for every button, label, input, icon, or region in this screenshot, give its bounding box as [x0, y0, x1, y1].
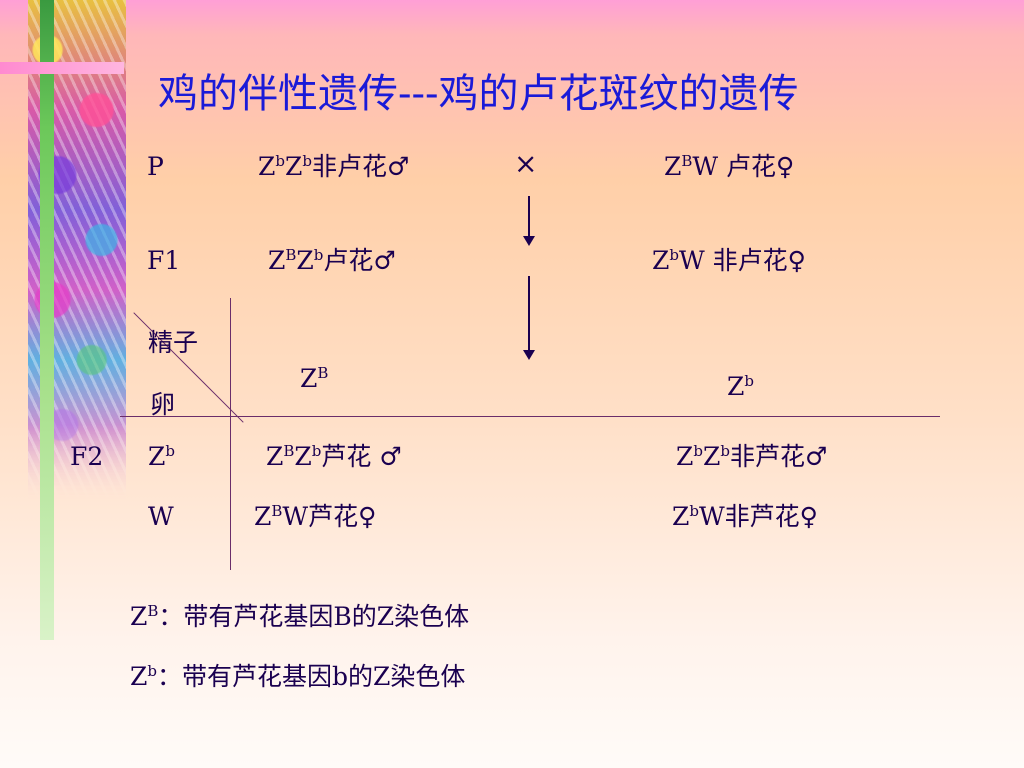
egg-gamete-zb: Zb: [148, 442, 175, 471]
punnett-vertical-line: [230, 298, 231, 570]
f1-female-genotype: ZbW 非卢花♀: [652, 246, 806, 275]
p-male-genotype: ZbZb非卢花♂: [258, 152, 410, 181]
note-recessive-allele: Zb：带有芦花基因b的Z染色体: [130, 662, 466, 691]
down-arrow-icon: [523, 196, 535, 246]
sperm-gamete-zb-lower: Zb: [727, 372, 754, 401]
f2-male-barred: ZBZb芦花 ♂: [266, 442, 402, 471]
note-dominant-allele: ZB：带有芦花基因B的Z染色体: [130, 602, 470, 631]
cross-sign: ×: [514, 147, 538, 180]
f2-female-barred: ZBW芦花♀: [254, 502, 377, 531]
sperm-header-label: 精子: [148, 328, 199, 357]
p-female-genotype: ZBW 卢花♀: [664, 152, 795, 181]
p-generation-label: P: [147, 152, 164, 181]
f2-female-non-barred: ZbW非芦花♀: [672, 502, 818, 531]
egg-gamete-w: W: [148, 502, 174, 531]
decorative-pink-bar: [0, 62, 124, 74]
f1-generation-label: F1: [147, 246, 181, 275]
f1-male-genotype: ZBZb卢花♂: [268, 246, 396, 275]
egg-header-label: 卵: [150, 390, 176, 419]
down-arrow-icon: [523, 276, 535, 360]
slide-title: 鸡的伴性遗传---鸡的卢花斑纹的遗传: [158, 71, 799, 117]
punnett-horizontal-line: [120, 416, 940, 417]
f2-generation-label: F2: [70, 442, 104, 471]
sperm-gamete-zb-upper: ZB: [300, 364, 329, 393]
decorative-green-bar: [40, 0, 54, 640]
f2-male-non-barred: ZbZb非芦花♂: [676, 442, 828, 471]
